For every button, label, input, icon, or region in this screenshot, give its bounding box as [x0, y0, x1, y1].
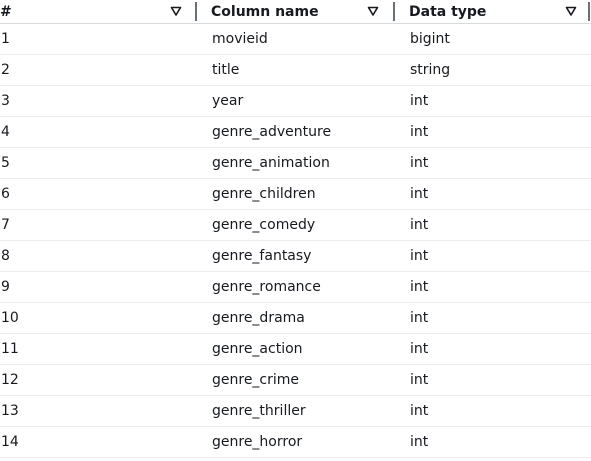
row-number: 11 — [1, 341, 19, 357]
data-type-cell: int — [410, 403, 429, 419]
column-name-cell: genre_crime — [212, 372, 300, 388]
data-type-cell: int — [410, 217, 429, 233]
table-row: 14 genre_horror int — [0, 427, 591, 458]
row-number: 4 — [1, 124, 10, 140]
table-header: # Column name Data type — [0, 0, 591, 24]
caret-down-icon[interactable] — [565, 5, 577, 17]
table-row: 9 genre_romance int — [0, 272, 591, 303]
table-row: 11 genre_action int — [0, 334, 591, 365]
table-row: 13 genre_thriller int — [0, 396, 591, 427]
column-name-cell: movieid — [212, 31, 268, 47]
header-cell-number[interactable]: # — [0, 0, 195, 23]
table-row: 10 genre_drama int — [0, 303, 591, 334]
data-type-cell: int — [410, 341, 429, 357]
header-label-data-type: Data type — [409, 3, 487, 20]
data-type-cell: string — [410, 62, 451, 78]
table-row: 12 genre_crime int — [0, 365, 591, 396]
column-name-cell: genre_children — [212, 186, 316, 202]
caret-down-icon[interactable] — [367, 5, 379, 17]
data-type-cell: int — [410, 93, 429, 109]
data-type-cell: int — [410, 248, 429, 264]
row-number: 2 — [1, 62, 10, 78]
header-cell-data-type[interactable]: Data type — [395, 0, 591, 23]
row-number: 13 — [1, 403, 19, 419]
data-type-cell: int — [410, 124, 429, 140]
data-type-cell: int — [410, 372, 429, 388]
table-row: 1 movieid bigint — [0, 24, 591, 55]
table-row: 7 genre_comedy int — [0, 210, 591, 241]
table-row: 4 genre_adventure int — [0, 117, 591, 148]
header-label-column-name: Column name — [211, 3, 319, 20]
column-name-cell: genre_action — [212, 341, 303, 357]
table-row: 2 title string — [0, 55, 591, 86]
table-row: 3 year int — [0, 86, 591, 117]
data-type-cell: int — [410, 279, 429, 295]
row-number: 1 — [1, 31, 10, 47]
column-name-cell: genre_adventure — [212, 124, 332, 140]
data-type-cell: int — [410, 434, 429, 450]
table-row: 5 genre_animation int — [0, 148, 591, 179]
row-number: 7 — [1, 217, 10, 233]
column-name-cell: genre_romance — [212, 279, 321, 295]
data-type-cell: bigint — [410, 31, 450, 47]
row-number: 3 — [1, 93, 10, 109]
row-number: 9 — [1, 279, 10, 295]
row-number: 14 — [1, 434, 19, 450]
column-resize-handle[interactable] — [393, 2, 395, 21]
data-type-cell: int — [410, 186, 429, 202]
column-name-cell: genre_drama — [212, 310, 305, 326]
column-name-cell: genre_comedy — [212, 217, 316, 233]
column-resize-handle[interactable] — [195, 2, 197, 21]
table-row: 8 genre_fantasy int — [0, 241, 591, 272]
column-resize-handle[interactable] — [588, 2, 590, 21]
column-name-cell: year — [212, 93, 244, 109]
column-name-cell: title — [212, 62, 240, 78]
header-cell-column-name[interactable]: Column name — [195, 0, 395, 23]
column-name-cell: genre_fantasy — [212, 248, 312, 264]
column-name-cell: genre_animation — [212, 155, 330, 171]
row-number: 8 — [1, 248, 10, 264]
column-name-cell: genre_thriller — [212, 403, 306, 419]
row-number: 10 — [1, 310, 19, 326]
table-row: 6 genre_children int — [0, 179, 591, 210]
data-type-cell: int — [410, 310, 429, 326]
row-number: 6 — [1, 186, 10, 202]
row-number: 12 — [1, 372, 19, 388]
caret-down-icon[interactable] — [170, 5, 182, 17]
row-number: 5 — [1, 155, 10, 171]
column-name-cell: genre_horror — [212, 434, 303, 450]
header-label-number: # — [0, 3, 12, 20]
data-type-cell: int — [410, 155, 429, 171]
